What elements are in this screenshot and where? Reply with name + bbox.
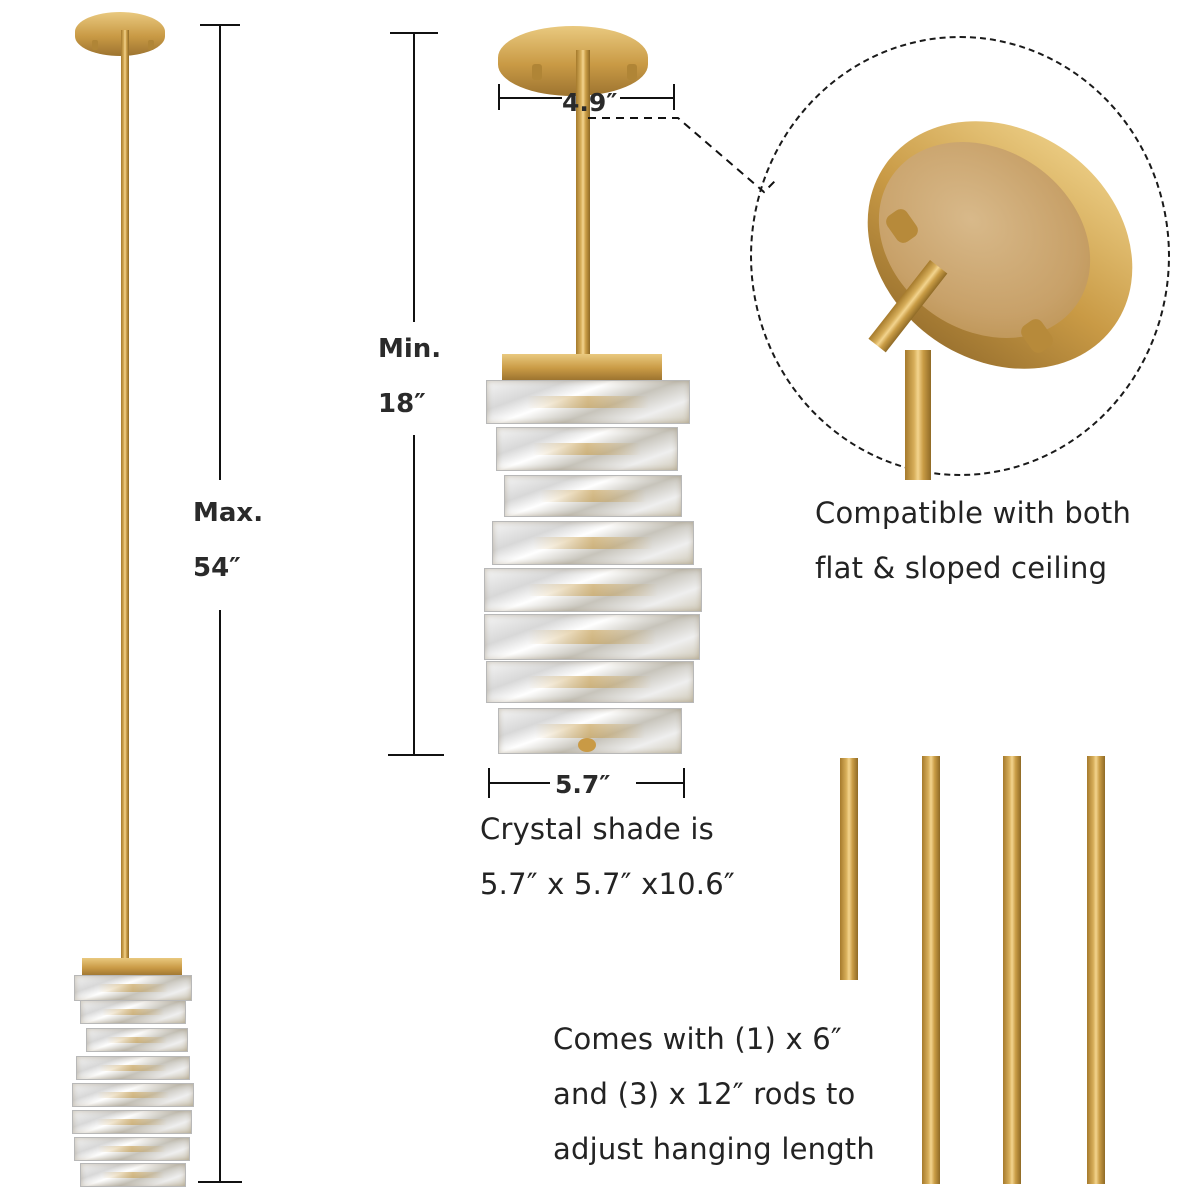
shade-caption-line2: 5.7″ x 5.7″ x10.6″	[480, 867, 735, 901]
center-shade-top-plate	[502, 354, 662, 380]
dimension-line-right	[620, 97, 674, 99]
max-label: Max.	[193, 498, 264, 528]
dimension-cap-left	[498, 84, 500, 110]
max-height-dimension	[198, 20, 260, 1190]
center-shade-finial	[578, 738, 596, 752]
dimension-cap-bottom	[198, 1181, 242, 1183]
min-value: 18″	[378, 389, 426, 419]
dimension-line-lower	[413, 435, 415, 755]
dimension-line-upper	[219, 24, 221, 480]
rods-caption-line1: Comes with (1) x 6″	[553, 1022, 842, 1056]
dimension-line-lower	[219, 610, 221, 1182]
shade-caption-line1: Crystal shade is	[480, 812, 714, 846]
rods-caption-line2: and (3) x 12″ rods to	[553, 1077, 856, 1111]
left-canopy-screw-2	[148, 40, 154, 50]
canopy-caption-line2: flat & sloped ceiling	[815, 551, 1108, 585]
left-pendant-fixture	[60, 0, 210, 1200]
shade-width-label: 5.7″	[555, 770, 611, 799]
min-label: Min.	[378, 334, 442, 364]
dimension-cap-bottom	[388, 754, 444, 756]
canopy-detail-circle	[750, 36, 1170, 476]
left-canopy-screw-1	[92, 40, 98, 50]
center-canopy-screw-1	[532, 64, 542, 80]
rod-12-inch-3	[1087, 756, 1105, 1184]
center-pendant-fixture	[470, 0, 710, 770]
dimension-line-left	[500, 97, 562, 99]
dimension-line-right	[636, 782, 684, 784]
detail-down-rod	[905, 350, 931, 480]
min-height-dimension	[388, 30, 444, 760]
extension-rods	[830, 750, 1130, 1190]
center-canopy	[498, 26, 648, 96]
rod-12-inch-2	[1003, 756, 1021, 1184]
rod-12-inch-1	[922, 756, 940, 1184]
dimension-line-upper	[413, 32, 415, 322]
center-canopy-screw-2	[627, 64, 637, 80]
center-down-rod	[576, 50, 590, 356]
canopy-width-label: 4.9″	[562, 88, 618, 117]
dimension-cap-right	[683, 768, 685, 798]
dimension-line-left	[490, 782, 550, 784]
rod-6-inch	[840, 758, 858, 980]
shade-width-dimension	[488, 768, 698, 802]
max-value: 54″	[193, 553, 241, 583]
left-down-rod	[121, 30, 129, 960]
dimension-cap-right	[673, 84, 675, 110]
canopy-caption-line1: Compatible with both	[815, 496, 1132, 530]
left-shade-top-plate	[82, 958, 182, 976]
dimension-cap-left	[488, 768, 490, 798]
canopy-width-dimension	[498, 84, 678, 114]
canopy-detail-image	[819, 70, 1181, 490]
rods-caption-line3: adjust hanging length	[553, 1132, 875, 1166]
